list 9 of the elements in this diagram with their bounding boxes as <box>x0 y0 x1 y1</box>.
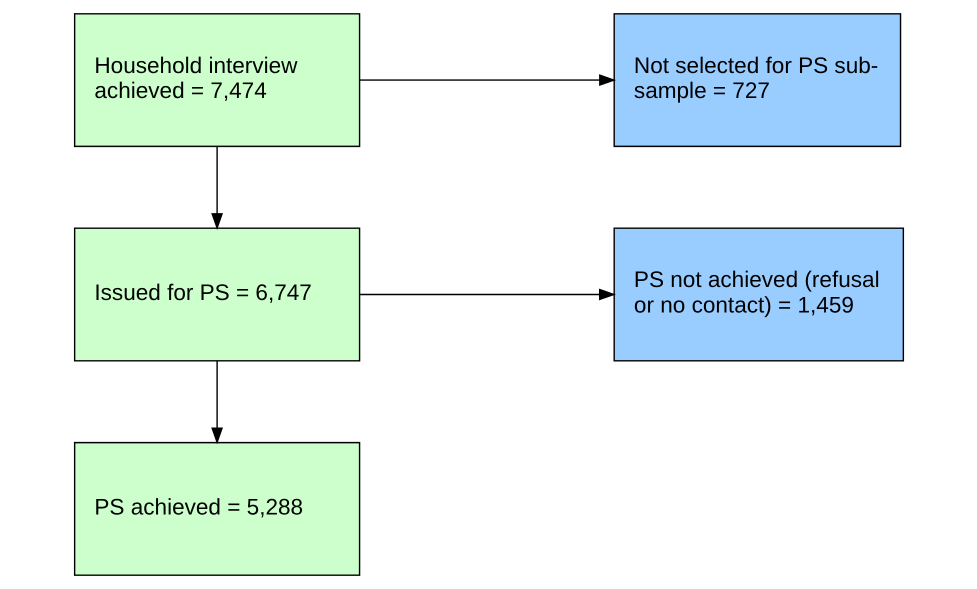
node-box: Household interview achieved = 7,474 <box>73 13 360 148</box>
node-box: Issued for PS = 6,747 <box>73 228 360 362</box>
node-box: Not selected for PS sub-sample = 727 <box>612 13 901 148</box>
arrow <box>359 288 616 300</box>
arrow <box>359 74 616 86</box>
arrow <box>210 146 223 230</box>
node-box: PS achieved = 5,288 <box>73 442 360 576</box>
arrow <box>210 361 223 444</box>
node-box: PS not achieved (refusal or no contact) = 1,459 <box>612 228 904 362</box>
